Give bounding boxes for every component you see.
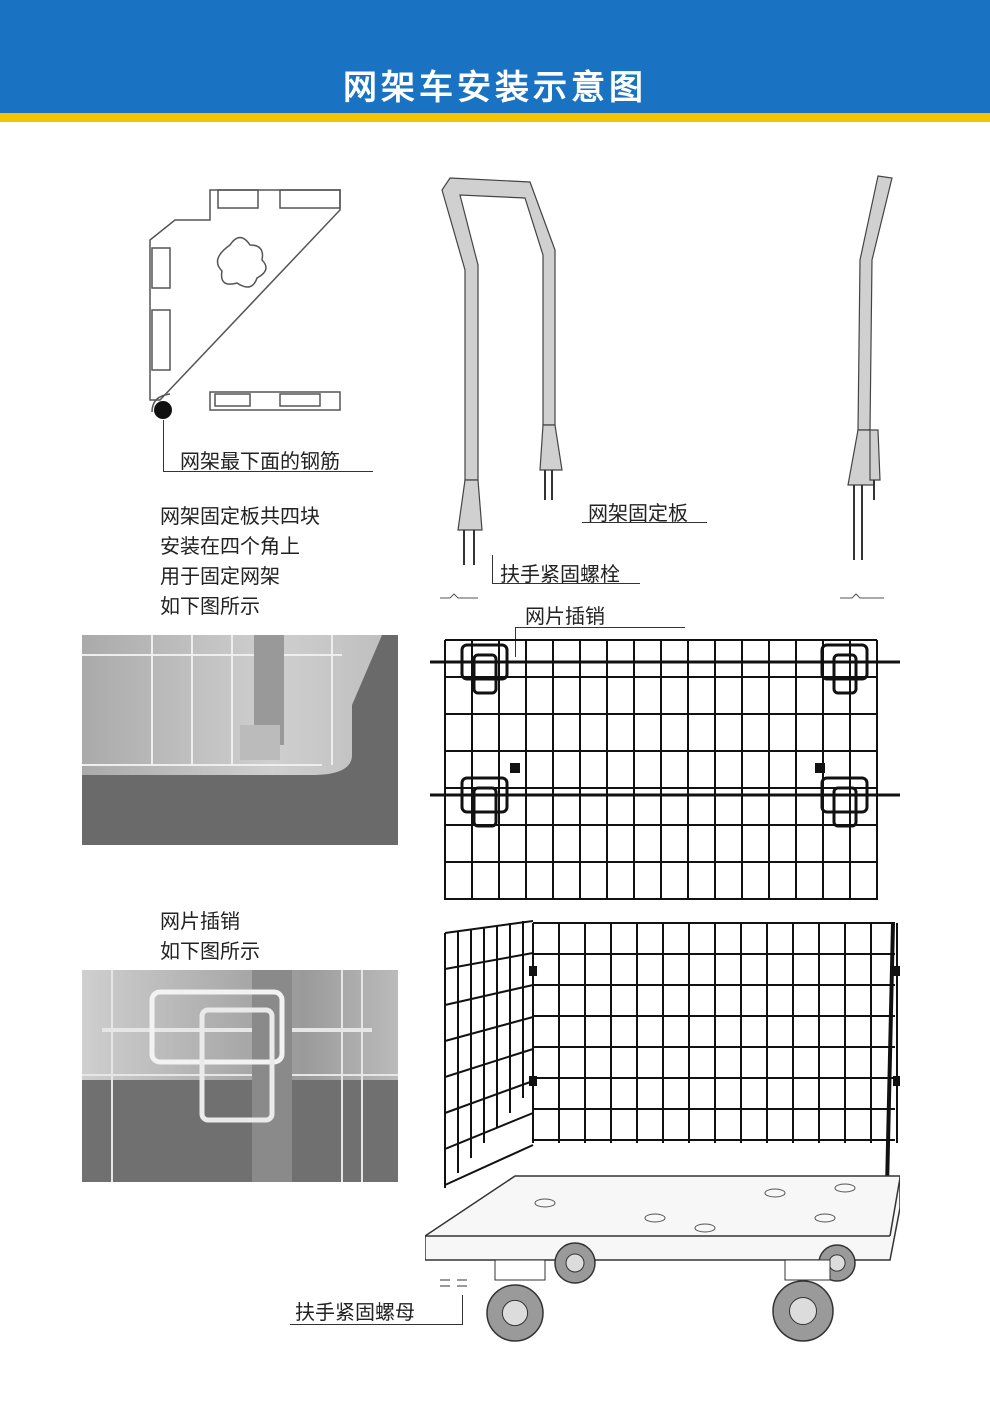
mesh-panel-drawing [430,639,900,900]
header-stripe [0,113,990,122]
leader-line [515,627,516,657]
fixing-plate-label: 网架固定板 [588,501,688,525]
handle-side-drawing [840,175,893,599]
leader-line [462,1295,463,1325]
handle-front-drawing [440,177,563,599]
leader-line [290,1324,463,1325]
leader-line [492,555,493,583]
leader-line [163,420,164,472]
mesh-pin-desc-line-2: 如下图所示 [160,939,260,963]
bottom-bar-label: 网架最下面的钢筋 [180,449,340,473]
fixing-plate-desc-line-2: 安装在四个角上 [160,534,300,558]
leader-line [582,522,707,523]
leader-line [515,627,685,628]
cart-drawing [425,920,900,1342]
page-title: 网架车安装示意图 [343,68,647,108]
fixing-plate-desc-line-4: 如下图所示 [160,594,260,618]
fixing-plate-desc-line-3: 用于固定网架 [160,564,280,588]
leader-line [492,583,640,584]
photo-mesh-pin [82,970,398,1182]
handle-bolt-label: 扶手紧固螺栓 [500,562,620,586]
photo-fixing-plate [82,635,398,845]
fixing-plate-drawing [149,189,341,419]
fixing-plate-desc-line-1: 网架固定板共四块 [160,504,320,528]
handle-nut-label: 扶手紧固螺母 [295,1300,415,1324]
header-bar [0,0,990,113]
leader-line [163,471,373,472]
mesh-pin-top-label: 网片插销 [525,604,605,628]
mesh-pin-desc-line-1: 网片插销 [160,909,240,933]
